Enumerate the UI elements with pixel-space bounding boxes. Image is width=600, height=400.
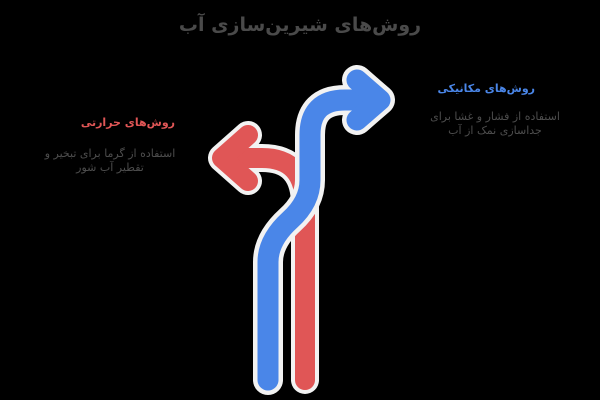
blue-arrow-right — [253, 65, 395, 395]
mechanical-methods-description: استفاده از فشار و غشا برای جداسازی نمک ا… — [430, 110, 560, 137]
mechanical-methods-label: روش‌های مکانیکی — [437, 82, 535, 95]
diagram-title: روش‌های شیرین‌سازی آب — [178, 14, 422, 36]
thermal-methods-description: استفاده از گرما برای تبخیر و تقطیر آب شو… — [44, 147, 176, 174]
thermal-methods-label: روش‌های حرارتی — [80, 116, 175, 129]
